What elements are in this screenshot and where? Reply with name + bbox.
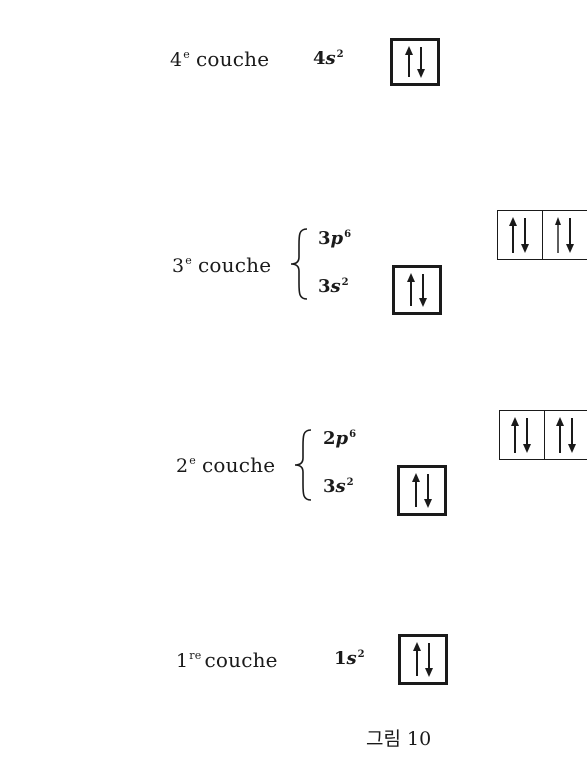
orbital-cell <box>543 410 587 460</box>
orbital-1s-label: 1s2 <box>334 648 365 669</box>
shell-ordinal-suffix: re <box>189 649 202 662</box>
shell-number: 2 <box>176 455 189 477</box>
orbital-3p-boxes <box>497 210 587 260</box>
orbital-4s-box <box>390 38 440 86</box>
orbital-cell <box>497 210 543 260</box>
shell-number: 3 <box>172 255 185 277</box>
spin-pair-icon <box>413 642 433 677</box>
spin-pair-icon <box>511 417 531 453</box>
spin-pair-icon <box>405 46 425 78</box>
orbital-3s-box <box>392 265 442 315</box>
orbital-2p-label: 2p6 <box>323 428 357 449</box>
shell-word: couche <box>196 47 270 71</box>
shell-ordinal-suffix: e <box>189 454 197 467</box>
spin-pair-icon <box>412 473 432 508</box>
spin-pair-icon <box>509 217 529 253</box>
spin-pair-icon <box>407 273 427 307</box>
shell-word: couche <box>198 253 272 277</box>
orbital-3p-label: 3p6 <box>318 228 352 249</box>
shell-ordinal-suffix: e <box>185 254 193 267</box>
orbital-3s-label: 3s2 <box>318 276 349 297</box>
shell-ordinal-suffix: e <box>183 48 191 61</box>
orbital-cell <box>541 210 587 260</box>
shell-number: 1 <box>176 650 189 672</box>
shell-word: couche <box>204 648 278 672</box>
shell-3-brace <box>287 225 311 303</box>
orbital-1s-box <box>398 634 448 685</box>
orbital-4s-label: 4s2 <box>313 48 344 69</box>
spin-pair-icon <box>555 417 576 453</box>
orbital-2p-boxes <box>499 410 587 460</box>
orbital-cell <box>499 410 545 460</box>
orbital-2s-box <box>397 465 447 516</box>
spin-pair-icon <box>554 217 574 253</box>
orbital-3s-label-2: 3s2 <box>323 476 354 497</box>
shell-2-brace <box>291 426 315 504</box>
shell-word: couche <box>202 453 276 477</box>
shell-number: 4 <box>170 49 183 71</box>
figure-caption: 그림 10 <box>366 728 432 750</box>
